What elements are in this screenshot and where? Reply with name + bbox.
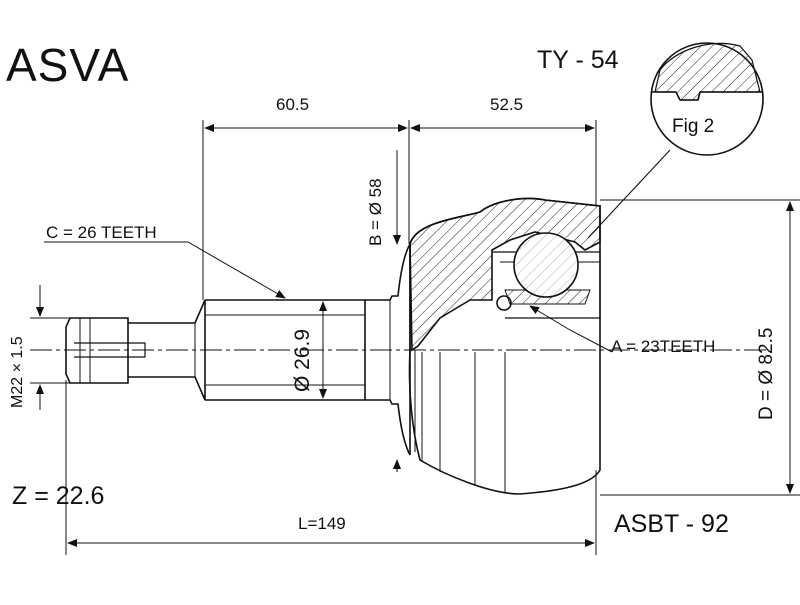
detail-circle xyxy=(496,295,512,311)
dim-label-52-5: 52.5 xyxy=(490,95,524,114)
c-teeth-label: C = 26 TEETH xyxy=(46,223,157,242)
z-value: Z = 22.6 xyxy=(12,482,105,510)
thread-label: M22 × 1.5 xyxy=(9,336,26,408)
b-diameter-label: B = Ø 58 xyxy=(366,178,385,246)
part-number: TY - 54 xyxy=(537,46,619,74)
dim-label-l-149: L=149 xyxy=(298,514,346,533)
leader-a-teeth xyxy=(529,305,613,353)
spline-shaft xyxy=(205,299,366,401)
brand-logo: ASVA xyxy=(6,39,130,91)
d-diameter-label: D = Ø 82.5 xyxy=(756,327,777,420)
section-hatch xyxy=(409,197,601,352)
shaft-neck xyxy=(128,299,206,401)
fig-2-label: Fig 2 xyxy=(672,116,715,137)
catalog-code: ASBT - 92 xyxy=(614,510,729,538)
dim-label-60-5: 60.5 xyxy=(276,95,310,114)
a-teeth-label: A = 23TEETH xyxy=(611,337,716,356)
leader-c-teeth xyxy=(44,241,286,299)
shaft-diameter-label: Ø 26.9 xyxy=(291,328,314,392)
